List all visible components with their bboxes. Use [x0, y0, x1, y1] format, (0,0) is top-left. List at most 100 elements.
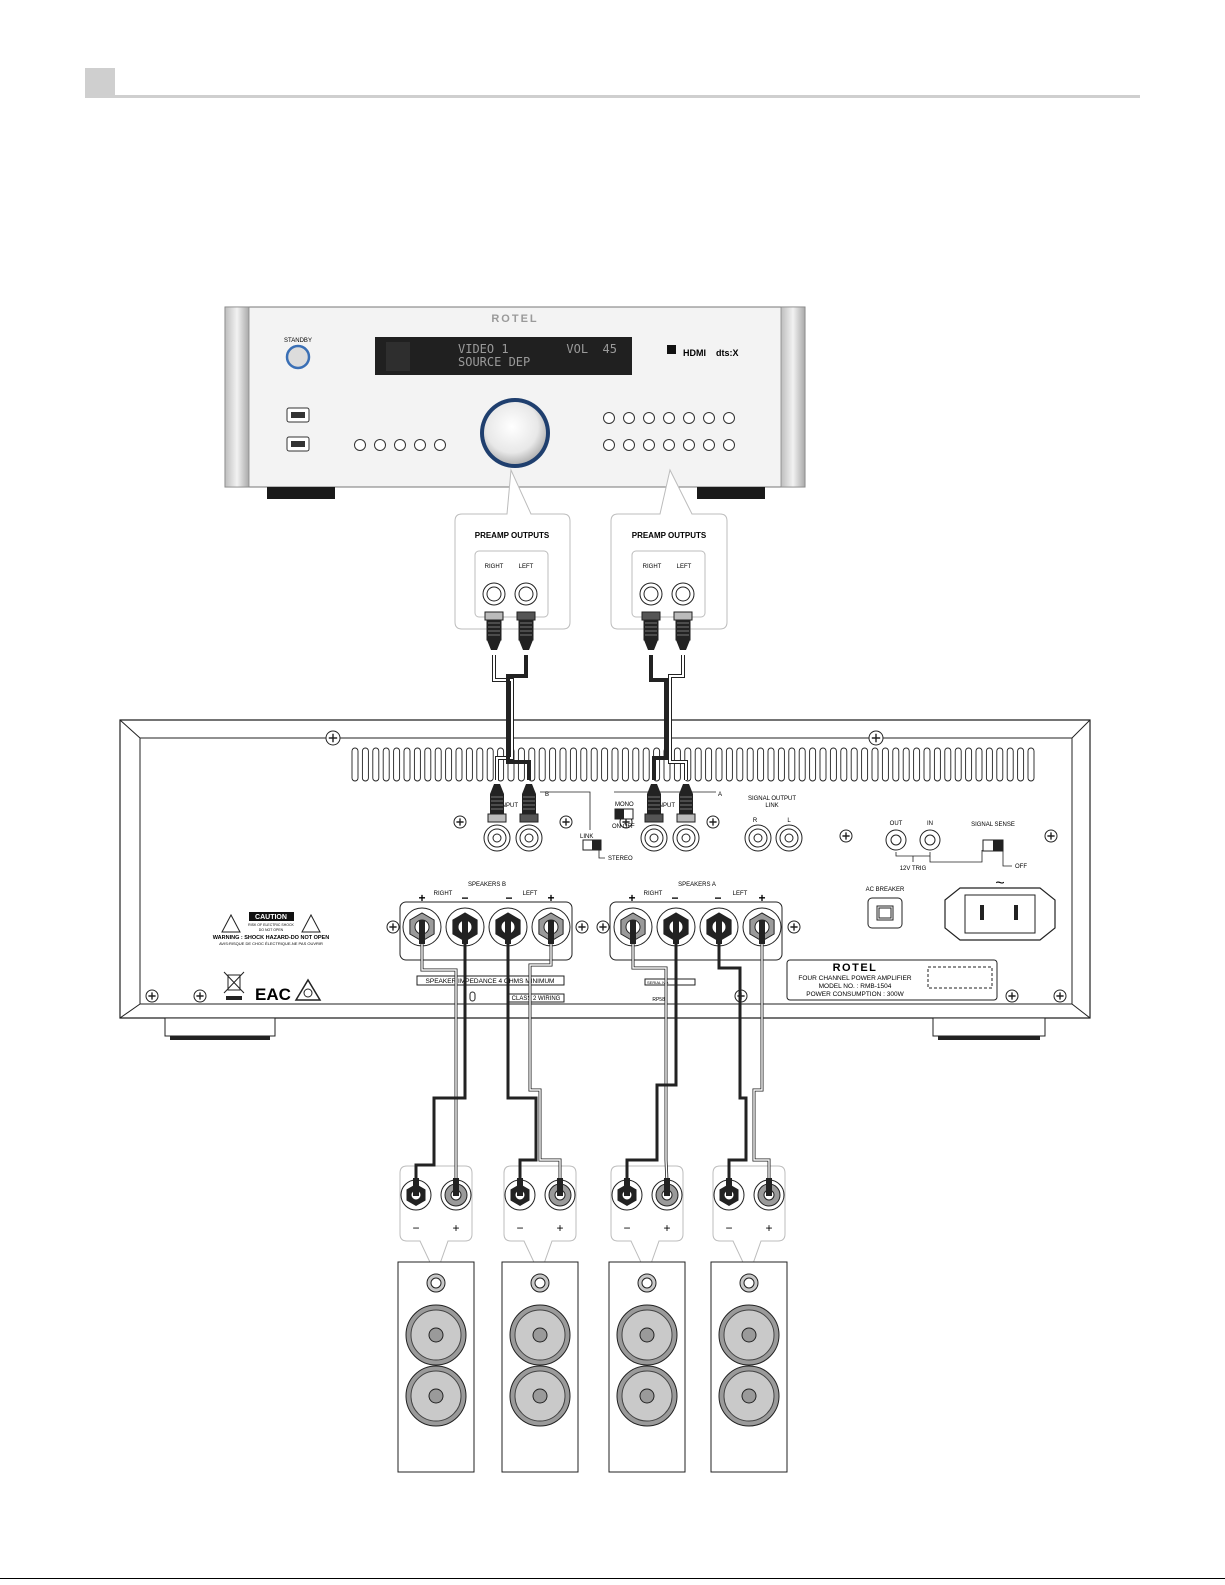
speakers-a-right-minus: − — [671, 891, 678, 905]
plate-brand: ROTEL — [833, 962, 878, 974]
vent-slot — [1017, 747, 1025, 782]
speakers-b-label: SPEAKERS B — [468, 882, 506, 888]
rca-plug — [673, 611, 693, 650]
mono-on-off-label: ON OFF — [612, 824, 635, 830]
vent-slot — [361, 747, 369, 782]
vent-slot — [465, 747, 473, 782]
weee-bin-icon — [223, 971, 245, 1000]
standby-label: STANDBY — [284, 338, 312, 344]
dts-logo: dts:X — [716, 348, 739, 358]
rca-jack-icon — [515, 824, 543, 852]
speakers-b-left-minus: − — [505, 891, 512, 905]
loudspeaker-3: −+ — [608, 1165, 686, 1473]
input-a-label: INPUT — [657, 803, 675, 809]
page-header-rule — [85, 95, 1140, 98]
vent-slot — [798, 747, 806, 782]
screw-icon — [1005, 989, 1019, 1003]
speakers-b-right: RIGHT — [434, 891, 453, 897]
page-footer-rule — [0, 1578, 1225, 1579]
vent-slot — [996, 747, 1004, 782]
power-amplifier-rear: INPUT B LINK STEREO MONO ON OFF INPUT A … — [119, 719, 1091, 1040]
callout-1-title: PREAMP OUTPUTS — [475, 531, 550, 540]
vent-slot — [580, 747, 588, 782]
amplifier-jacks — [402, 824, 941, 947]
mono-label: MONO — [615, 802, 634, 808]
speaker-minus-label: − — [516, 1221, 523, 1235]
loudspeaker-1: −+ — [397, 1165, 475, 1473]
trigger-label: 12V TRIG — [900, 866, 927, 872]
screw-icon — [145, 989, 159, 1003]
banana-plug — [413, 1178, 419, 1196]
vent-slot — [985, 747, 993, 782]
eac-mark: EAC — [255, 985, 291, 1004]
preamp-output-jack-icon — [671, 582, 695, 606]
trigger-jack-icon — [919, 829, 941, 851]
signal-link-label: LINK — [765, 803, 778, 809]
front-buttons-right — [603, 412, 735, 451]
vent-slot — [694, 747, 702, 782]
standby-button[interactable] — [285, 344, 311, 370]
cable-core — [493, 655, 513, 780]
volume-knob[interactable] — [484, 402, 546, 464]
vent-slot — [393, 747, 401, 782]
callout-2-right-label: RIGHT — [643, 564, 662, 570]
speakers-a-left-plus: + — [758, 891, 765, 905]
vent-slot — [549, 747, 557, 782]
front-button — [703, 439, 715, 451]
preamp-output-jack-icon — [514, 582, 538, 606]
vent-slot — [486, 747, 494, 782]
front-button — [603, 412, 615, 424]
speakers-a-left-minus: − — [714, 891, 721, 905]
speakers-b-left: LEFT — [523, 891, 538, 897]
banana-plug — [766, 1178, 772, 1196]
vent-slot — [569, 747, 577, 782]
front-buttons-left — [354, 439, 446, 451]
banana-plug — [624, 1178, 630, 1196]
rca-plug — [519, 784, 539, 823]
speakers-a-left: LEFT — [733, 891, 748, 897]
vent-slot — [1006, 747, 1014, 782]
vent-slot — [965, 747, 973, 782]
vent-slot — [351, 747, 359, 782]
speaker-cable — [506, 930, 538, 1185]
cable-core — [650, 655, 667, 780]
vent-slot — [871, 747, 879, 782]
screw-icon — [193, 989, 207, 1003]
banana-plug — [716, 920, 722, 944]
speakers-b-right-minus: − — [461, 891, 468, 905]
front-display — [375, 337, 632, 375]
vent-slot — [923, 747, 931, 782]
rca-jack-icon — [672, 824, 700, 852]
vent-slot — [434, 747, 442, 782]
caution-title: CAUTION — [255, 914, 287, 921]
speaker-cable — [414, 930, 467, 1185]
banana-plug — [726, 1178, 732, 1196]
caution-sub-1: RISK OF ELECTRIC SHOCK — [248, 923, 294, 927]
preamp-output-jack-icon — [639, 582, 663, 606]
signal-sense-label: SIGNAL SENSE — [971, 822, 1015, 828]
speaker-cable-core — [421, 930, 457, 1180]
front-button — [354, 439, 366, 451]
vent-slot — [455, 747, 463, 782]
vent-slot — [642, 747, 650, 782]
speaker-minus-label: − — [623, 1221, 630, 1235]
warning-line-2: AVIS:RISQUE DE CHOC ÉLECTRIQUE-NE PAS OU… — [219, 941, 323, 946]
vent-slot — [829, 747, 837, 782]
trigger-in-label: IN — [927, 821, 933, 827]
front-button — [643, 412, 655, 424]
vent-slot — [913, 747, 921, 782]
vent-slot — [559, 747, 567, 782]
callout-1-left-label: LEFT — [519, 564, 534, 570]
input-b-label: INPUT — [500, 803, 518, 809]
serial-label: SERIAL NO. — [647, 980, 669, 985]
receiver-brand: ROTEL — [491, 313, 538, 325]
vent-slot — [975, 747, 983, 782]
input-b-letter: B — [545, 792, 549, 798]
banana-plug — [548, 920, 554, 944]
vent-slot — [445, 747, 453, 782]
rca-jack-icon — [744, 824, 772, 852]
rp-code: RP589 — [652, 997, 668, 1003]
screw-icon — [453, 815, 467, 829]
banana-plug — [453, 1178, 459, 1196]
vent-slot — [746, 747, 754, 782]
